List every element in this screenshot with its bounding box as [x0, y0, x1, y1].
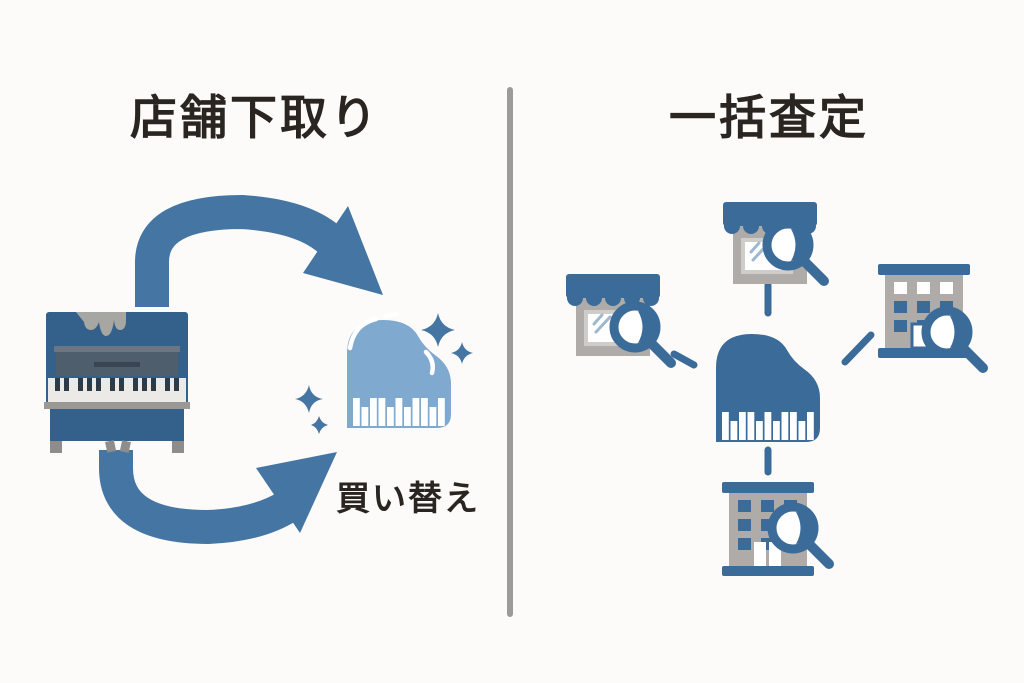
connector-left — [670, 350, 698, 369]
panel-divider — [507, 87, 513, 617]
new-grand-piano-icon — [347, 311, 451, 428]
old-upright-piano-icon — [44, 312, 190, 453]
cycle-arrow-bottom-icon — [99, 450, 337, 545]
connector-right — [841, 331, 875, 366]
connector-lines — [670, 281, 875, 476]
bulk-appraisal-title: 一括査定 — [669, 91, 869, 144]
trade-in-title: 店舗下取り — [130, 91, 380, 144]
cycle-arrow-top-icon — [135, 194, 383, 307]
bulk-appraisal-panel: 一括査定 — [514, 0, 1024, 683]
replace-label: 買い替え — [336, 480, 480, 518]
bulk-appraisal-diagram — [564, 200, 983, 576]
sparkle-icon — [295, 313, 473, 434]
trade-in-diagram — [44, 194, 473, 545]
trade-in-panel: 店舗下取り 買い替え — [0, 0, 510, 683]
